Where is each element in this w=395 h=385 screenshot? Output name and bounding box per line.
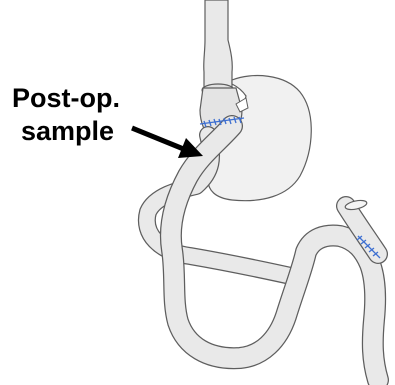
post-op-sample-label: Post-op. sample (12, 82, 162, 148)
esophagus (202, 0, 234, 96)
label-line-2: sample (12, 115, 162, 148)
label-line-1: Post-op. (12, 82, 162, 115)
